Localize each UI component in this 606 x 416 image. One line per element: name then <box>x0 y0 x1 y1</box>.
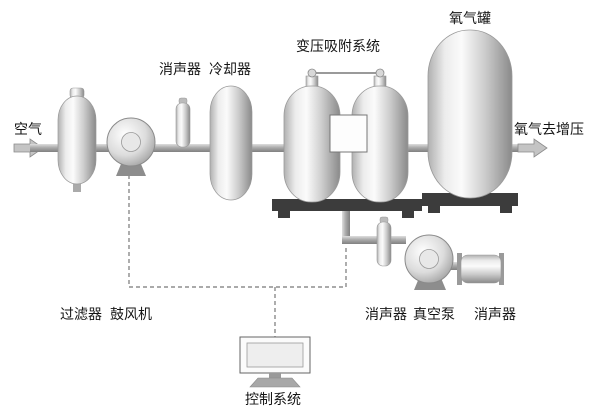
label-muffler-vacuum: 消声器 <box>365 307 407 323</box>
filter-vessel <box>57 87 97 192</box>
label-cooler: 冷却器 <box>209 62 251 78</box>
label-filter: 过滤器 <box>60 307 102 323</box>
label-vacuum-pump: 真空泵 <box>413 307 455 323</box>
label-psa-system: 变压吸附系统 <box>296 39 380 55</box>
main-pipe <box>30 144 520 152</box>
label-muffler-top: 消声器 <box>159 62 201 78</box>
vacuum-pump <box>404 234 454 290</box>
tank-base <box>422 193 518 213</box>
muffler-inlet <box>175 97 191 148</box>
muffler-exhaust <box>457 253 504 285</box>
label-oxygen-tank: 氧气罐 <box>449 11 491 27</box>
psa-tower-1 <box>283 68 341 203</box>
control-unit <box>239 336 311 388</box>
muffler-vacuum <box>376 216 392 267</box>
label-control-system: 控制系统 <box>245 392 301 408</box>
vacuum-branch-pipe <box>342 205 460 270</box>
blower <box>106 117 156 176</box>
label-air: 空气 <box>14 122 42 138</box>
cooler-vessel <box>209 85 253 201</box>
label-oxygen-out: 氧气去增压 <box>514 122 584 138</box>
outlet-arrow <box>517 138 548 158</box>
control-cable-dashed <box>128 168 347 337</box>
label-blower: 鼓风机 <box>110 307 152 323</box>
valve-box <box>329 114 368 153</box>
label-muffler-exhaust: 消声器 <box>474 307 516 323</box>
oxygen-tank <box>427 29 513 199</box>
inlet-arrow <box>13 138 44 158</box>
